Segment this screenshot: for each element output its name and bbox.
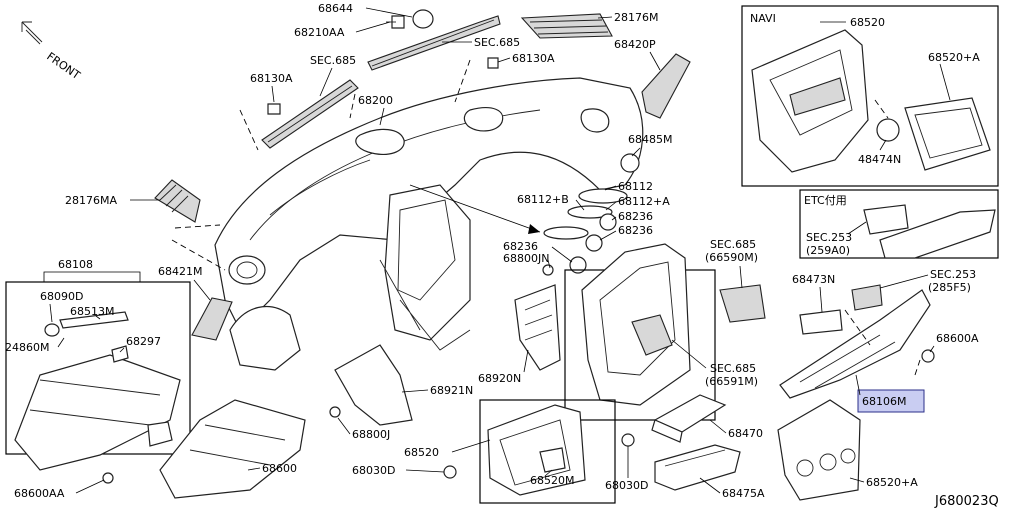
label-68921n: 68921N (430, 384, 473, 397)
pocket-68475a (654, 444, 741, 491)
etc-label-sec253: SEC.253 (806, 231, 852, 244)
label-68800j: 68800J (352, 428, 390, 441)
diagram-code: J680023Q (934, 494, 999, 509)
label-28176ma: 28176MA (65, 194, 117, 207)
defroster-grille-center (367, 15, 501, 71)
label-sec685-mid-code: (66590M) (705, 251, 758, 264)
navi-label-48474n: 48474N (858, 153, 901, 166)
right-console-68106m (777, 284, 935, 501)
navi-label-68520a: 68520+A (928, 51, 980, 64)
highlight-68106m (857, 389, 925, 413)
label-sec685-low: SEC.685 (710, 362, 756, 375)
label-68473n: 68473N (792, 273, 835, 286)
label-68920n: 68920N (478, 372, 521, 385)
speaker-grille-28176m (520, 13, 613, 39)
label-sec253-right: SEC.253 (930, 268, 976, 281)
label-68513m: 68513M (70, 305, 114, 318)
label-68800jn: 68800JN (503, 252, 549, 265)
defroster-grille-left (261, 79, 359, 149)
label-68130a-top: 68130A (512, 52, 555, 65)
navi-label-68520: 68520 (850, 16, 885, 29)
label-68297: 68297 (126, 335, 161, 348)
navi-title: NAVI (750, 12, 776, 25)
side-panel-68421m (191, 297, 233, 341)
glove-box-assembly (5, 281, 191, 484)
label-68090d: 68090D (40, 290, 83, 303)
label-68420p: 68420P (614, 38, 656, 51)
vent-ring-group (543, 153, 640, 274)
front-label: FRONT (44, 50, 82, 82)
etc-inset: ETC付用 SEC.253 (259A0) (799, 189, 999, 259)
label-68475a: 68475A (722, 487, 765, 500)
lower-center-box (443, 399, 635, 504)
label-68520-low: 68520 (404, 446, 439, 459)
label-68470: 68470 (728, 427, 763, 440)
etc-title: ETC付用 (804, 194, 847, 207)
label-sec685-low-code: (66591M) (705, 375, 758, 388)
label-68112: 68112 (618, 180, 653, 193)
label-24860m: 24860M (5, 341, 49, 354)
label-68030d-left: 68030D (352, 464, 395, 477)
navi-inset: NAVI 68520 68520+A 48474N (741, 5, 999, 187)
center-bezel (564, 243, 766, 421)
label-68106m: 68106M (862, 395, 906, 408)
label-68112b: 68112+B (517, 193, 569, 206)
label-sec253-right-code: (285F5) (928, 281, 971, 294)
label-68200: 68200 (358, 94, 393, 107)
side-trim-68420p (641, 53, 691, 119)
label-sec685-top: SEC.685 (474, 36, 520, 49)
label-68520m: 68520M (530, 474, 574, 487)
label-sec685-left: SEC.685 (310, 54, 356, 67)
bracket-68920n (514, 264, 561, 371)
fastener-group-top (267, 9, 499, 115)
lower-tray-68600 (159, 399, 306, 499)
label-68644: 68644 (318, 2, 353, 15)
label-68421m: 68421M (158, 265, 202, 278)
label-68485m: 68485M (628, 133, 672, 146)
lower-console-68921n (329, 344, 413, 426)
label-68236-2: 68236 (618, 224, 653, 237)
speaker-grille-28176ma (154, 179, 201, 223)
dashboard-panel (214, 77, 644, 371)
label-68520a-low: 68520+A (866, 476, 918, 489)
label-68600: 68600 (262, 462, 297, 475)
label-68112a: 68112+A (618, 195, 670, 208)
label-68210aa: 68210AA (294, 26, 345, 39)
front-direction-arrow: FRONT (21, 21, 83, 82)
pocket-68470 (651, 394, 727, 443)
label-68600aa: 68600AA (14, 487, 65, 500)
label-68030d-right: 68030D (605, 479, 648, 492)
label-68130a-left: 68130A (250, 72, 293, 85)
etc-label-259a0: (259A0) (806, 244, 850, 257)
label-68236-1: 68236 (618, 210, 653, 223)
label-68108: 68108 (58, 258, 93, 271)
label-68236-3: 68236 (503, 240, 538, 253)
label-68600a: 68600A (936, 332, 979, 345)
label-sec685-mid: SEC.685 (710, 238, 756, 251)
label-28176m: 28176M (614, 11, 658, 24)
